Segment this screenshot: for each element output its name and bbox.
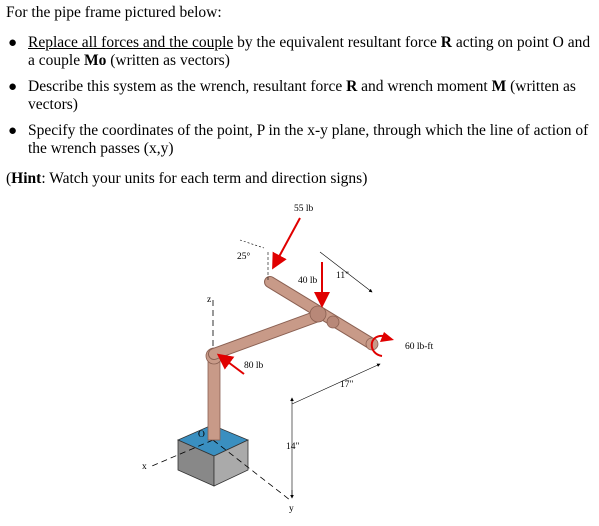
- label-14-in: 14": [286, 442, 300, 452]
- intro-text: For the pipe frame pictured below:: [6, 4, 222, 21]
- label-axis-z: z: [207, 295, 211, 305]
- bullet-icon: ●: [8, 123, 18, 139]
- label-55-lb: 55 lb: [294, 204, 314, 214]
- task-item-3: ● Specify the coordinates of the point, …: [8, 122, 589, 157]
- hint-text: (Hint: Watch your units for each term an…: [6, 170, 368, 187]
- force-80-arrow: [216, 353, 245, 375]
- moment-60-arrow: [370, 332, 394, 357]
- label-11-in: 11": [336, 271, 349, 281]
- label-point-o: O: [198, 430, 205, 440]
- bullet-icon: ●: [8, 79, 18, 95]
- dimension-lines: [239, 239, 381, 499]
- force-55-arrow: [272, 217, 301, 270]
- label-40-lb: 40 lb: [298, 276, 318, 286]
- task-list: ● Replace all forces and the couple by t…: [0, 34, 595, 166]
- label-60-lbft: 60 lb-ft: [405, 341, 434, 352]
- label-80-lb: 80 lb: [244, 361, 264, 371]
- vertical-pipe: [205, 347, 223, 441]
- task-item-2: ● Describe this system as the wrench, re…: [8, 78, 576, 113]
- diagonal-pipe: [208, 310, 324, 360]
- label-25-deg: 25°: [237, 251, 251, 262]
- task-item-1: ● Replace all forces and the couple by t…: [8, 34, 591, 69]
- label-axis-x: x: [142, 462, 147, 472]
- label-17-in: 17": [340, 380, 354, 390]
- task-1-underlined: Replace all forces and the couple: [28, 34, 234, 51]
- label-axis-y: y: [289, 504, 294, 514]
- cross-pipe: [264, 276, 379, 351]
- bullet-icon: ●: [8, 35, 18, 51]
